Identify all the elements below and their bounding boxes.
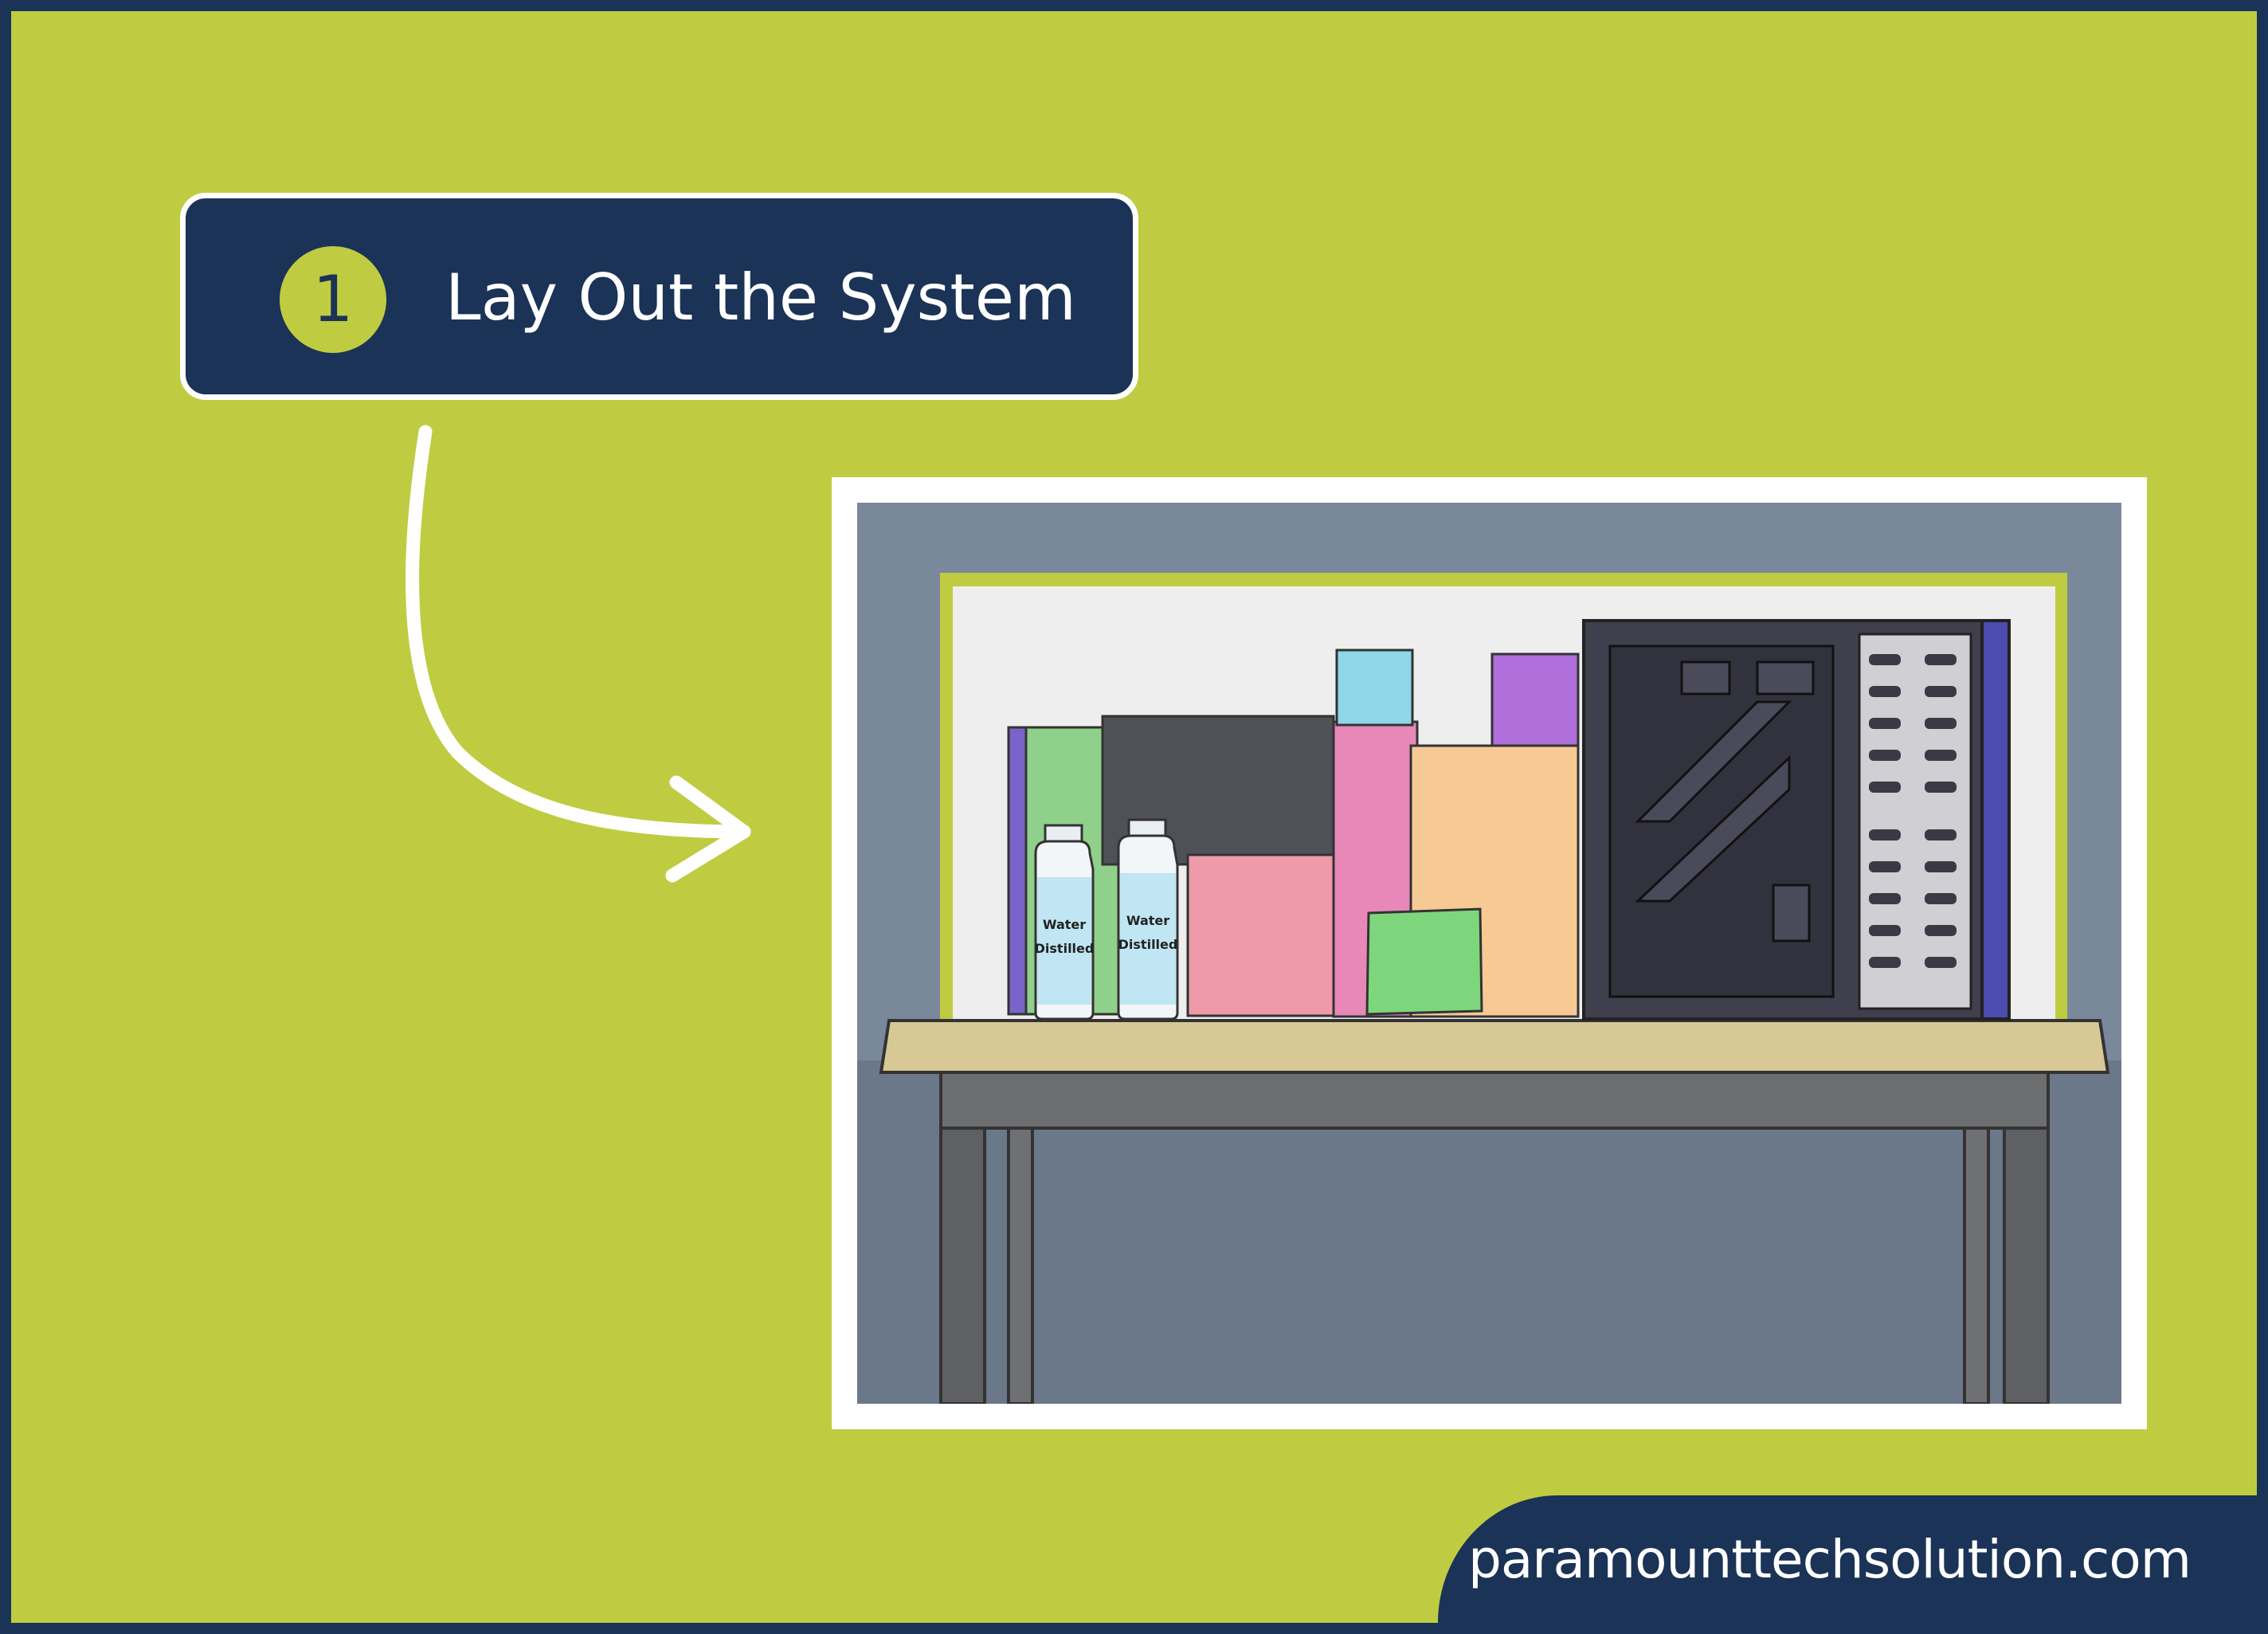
pc-parts-illustration: Water Distilled Water Distilled	[857, 503, 2121, 1404]
bottle-1-label-line-2: Distilled	[1035, 941, 1095, 956]
bottle-2-label-line-1: Water	[1126, 913, 1169, 928]
website-url[interactable]: paramounttechsolution.com	[1467, 1529, 2192, 1590]
distilled-water-bottle-2: Water Distilled	[1117, 818, 1179, 1021]
bottle-1-label-line-1: Water	[1043, 917, 1086, 932]
step-title: Lay Out the System	[445, 261, 1076, 335]
step-number-badge: 1	[280, 246, 386, 353]
distilled-water-bottle-1: Water Distilled	[1034, 824, 1095, 1021]
bottle-2-label-line-2: Distilled	[1118, 937, 1178, 952]
website-tab: paramounttechsolution.com	[1438, 1495, 2257, 1623]
step-heading: 1 Lay Out the System	[180, 193, 1138, 400]
illustration-frame: Water Distilled Water Distilled	[832, 477, 2147, 1429]
page-canvas: 1 Lay Out the System	[11, 11, 2257, 1623]
curved-arrow-icon	[405, 425, 751, 883]
pc-case	[1582, 619, 2011, 1021]
